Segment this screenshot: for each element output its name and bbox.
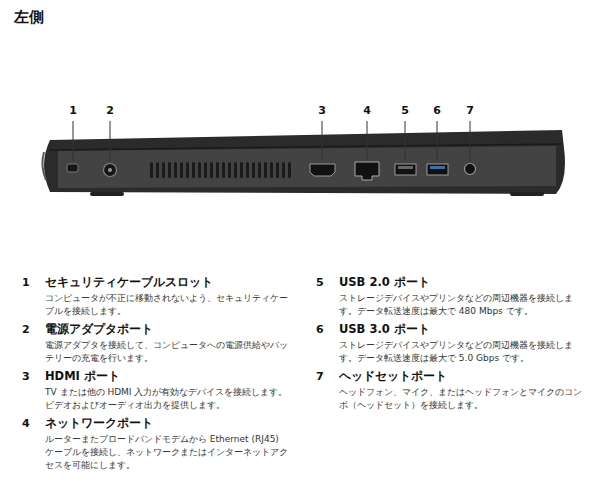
- item-number: 2: [22, 323, 30, 336]
- vent: [150, 162, 291, 178]
- item-number: 3: [22, 370, 30, 383]
- usb-tongue: [398, 166, 413, 169]
- usb3-port: [427, 164, 448, 175]
- leader-line: [73, 121, 470, 161]
- callout-number: 3: [314, 104, 330, 117]
- port-name: USB 3.0 ポート: [339, 322, 430, 337]
- item-number: 6: [316, 323, 324, 336]
- page-title: 左側: [14, 8, 44, 27]
- foot: [510, 192, 544, 196]
- power-pin: [108, 168, 112, 172]
- port-description: ルーターまたブロードバンドモデムから Ethernet (RJ45) ケーブルを…: [45, 433, 289, 472]
- security-slot: [67, 164, 78, 172]
- laptop-body: [44, 130, 565, 194]
- power-port: [104, 164, 117, 177]
- hdmi-port: [310, 164, 335, 176]
- port-description: ストレージデバイスやプリンタなどの周辺機器を接続します。データ転送速度は最大で …: [339, 292, 589, 318]
- port-name: HDMI ポート: [45, 369, 120, 384]
- port-name: ヘッドセットポート: [339, 369, 447, 384]
- port-name: セキュリティケーブルスロット: [45, 275, 213, 290]
- headset-port: [465, 164, 476, 175]
- usb2-port: [395, 164, 416, 175]
- lid-seam: [50, 144, 562, 150]
- callout-number: 1: [65, 104, 81, 117]
- port-name: USB 2.0 ポート: [339, 275, 430, 290]
- item-number: 5: [316, 276, 324, 289]
- callout-number: 7: [462, 104, 478, 117]
- item-number: 4: [22, 417, 30, 430]
- port-name: 電源アダプタポート: [45, 322, 153, 337]
- port-description: ヘッドフォン、マイク、またはヘッドフォンとマイクのコンボ（ヘッドセット）を接続し…: [339, 386, 589, 412]
- callout-number: 4: [359, 104, 375, 117]
- port-description: TV または他の HDMI 入力が有効なデバイスを接続します。ビデオおよびオーデ…: [45, 386, 289, 412]
- usb-tongue: [430, 166, 445, 169]
- item-number: 1: [22, 276, 30, 289]
- rj45-port: [355, 162, 379, 180]
- hinge: [42, 152, 46, 180]
- port-description: コンピュータが不正に移動されないよう、セキュリティケーブルを接続します。: [45, 292, 289, 318]
- port-description: 電源アダプタを接続して、コンピュータへの電源供給やバッテリーの充電を行います。: [45, 339, 289, 365]
- side-panel: [58, 146, 556, 188]
- port-name: ネットワークポート: [45, 416, 153, 431]
- foot: [90, 192, 124, 196]
- callout-number: 6: [429, 104, 445, 117]
- callout-number: 5: [397, 104, 413, 117]
- port-description: ストレージデバイスやプリンタなどの周辺機器を接続します。データ転送速度は最大で …: [339, 339, 589, 365]
- callout-number: 2: [102, 104, 118, 117]
- item-number: 7: [316, 370, 324, 383]
